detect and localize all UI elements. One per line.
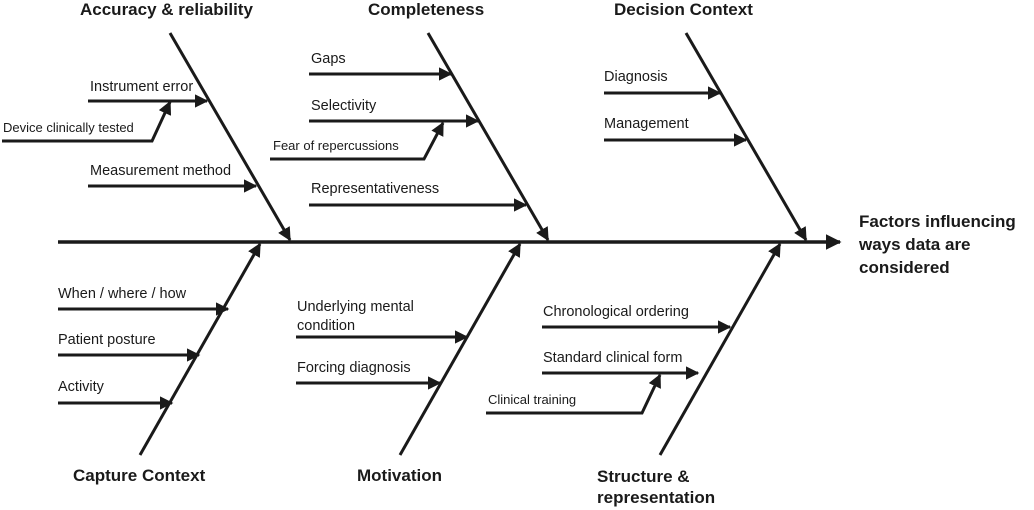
category-capture-title: Capture Context [73, 466, 206, 485]
cause-device-clinically-tested: Device clinically tested [3, 120, 134, 135]
cause-standard-clinical-form: Standard clinical form [543, 350, 682, 366]
cause-patient-posture: Patient posture [58, 332, 156, 348]
cause-when-where-how: When / where / how [58, 286, 187, 302]
cause-management: Management [604, 116, 689, 132]
effect-line-2: ways data are [858, 235, 971, 254]
cause-selectivity: Selectivity [311, 98, 377, 114]
category-structure-title-line-2: representation [597, 488, 715, 507]
bone-accuracy [168, 32, 292, 242]
category-motivation-title: Motivation [357, 466, 442, 485]
cause-representativeness: Representativeness [311, 181, 439, 197]
bone-motivation [398, 242, 522, 456]
bone-decision [684, 32, 808, 242]
cause-underlying-mental-line-2: condition [297, 318, 355, 334]
arrow-fear-of-repercussions [270, 121, 445, 161]
cause-chronological-ordering: Chronological ordering [543, 304, 689, 320]
arrow-device-clinically-tested [2, 100, 172, 143]
cause-clinical-training: Clinical training [488, 392, 576, 407]
category-accuracy-title: Accuracy & reliability [80, 0, 253, 19]
cause-activity: Activity [58, 379, 105, 395]
category-structure-title-line-1: Structure & [597, 467, 690, 486]
cause-gaps: Gaps [311, 51, 346, 67]
category-decision-title: Decision Context [614, 0, 753, 19]
cause-forcing-diagnosis: Forcing diagnosis [297, 360, 411, 376]
effect-line-1: Factors influencing [859, 212, 1016, 231]
cause-underlying-mental-line-1: Underlying mental [297, 299, 414, 315]
bone-structure [658, 242, 782, 456]
bone-capture [138, 242, 262, 456]
category-completeness-title: Completeness [368, 0, 484, 19]
effect-line-3: considered [859, 258, 950, 277]
cause-fear-of-repercussions: Fear of repercussions [273, 138, 399, 153]
cause-diagnosis: Diagnosis [604, 69, 668, 85]
cause-measurement-method: Measurement method [90, 163, 231, 179]
cause-instrument-error: Instrument error [90, 79, 193, 95]
bone-completeness [426, 32, 550, 242]
arrow-clinical-training [486, 373, 662, 415]
